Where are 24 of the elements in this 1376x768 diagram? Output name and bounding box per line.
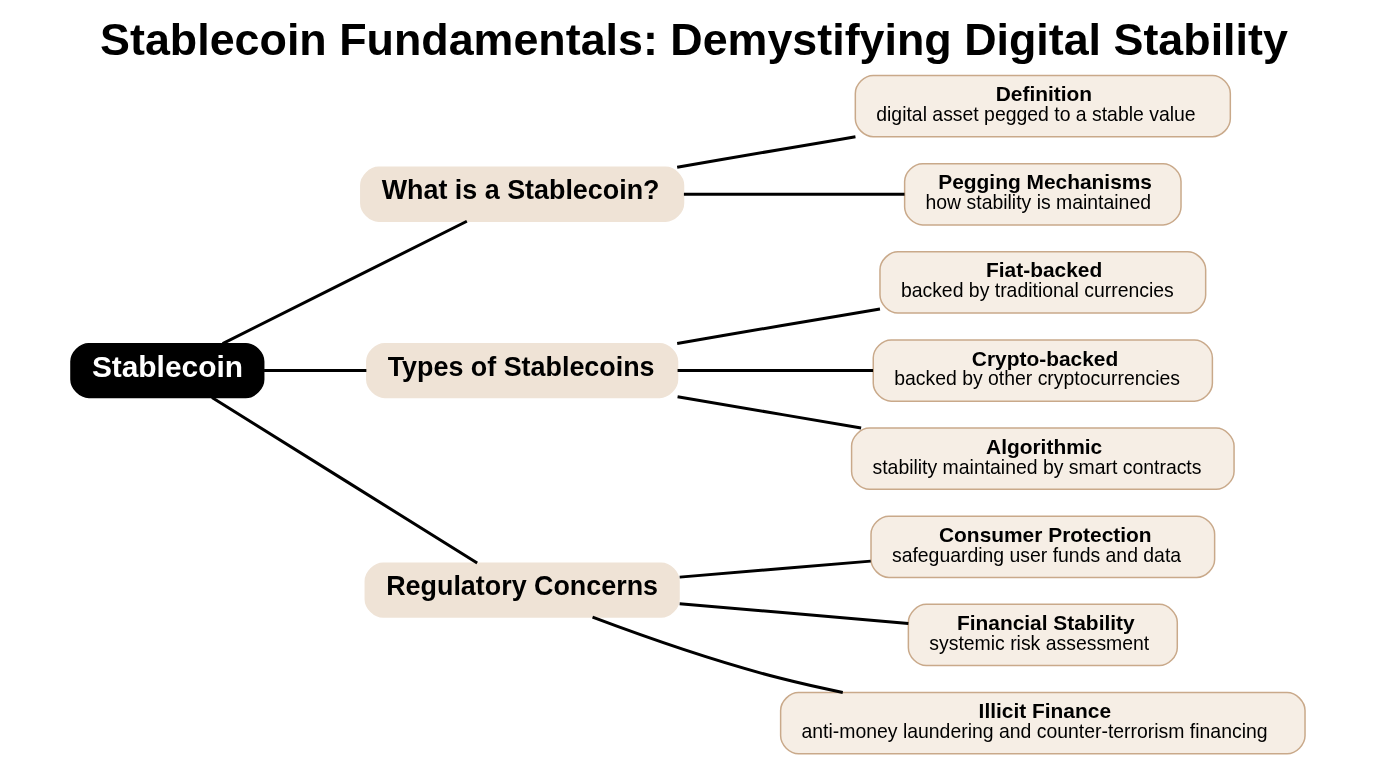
connector	[221, 219, 468, 345]
node-box: Crypto-backed backed by other cryptocurrencies	[872, 339, 1214, 402]
connector	[683, 192, 905, 196]
node-box: Algorithmic stability maintained by smart contracts	[850, 427, 1235, 491]
connector	[677, 369, 874, 373]
node-box: Illicit Finance anti-money laundering and counter-terrorism financing	[779, 691, 1306, 755]
node-box: Stablecoin	[70, 342, 265, 399]
node-box: Regulatory Concerns	[364, 562, 680, 618]
connector	[679, 559, 871, 579]
connector	[676, 135, 856, 169]
node-box: Fiat-backed backed by traditional currencies	[879, 251, 1207, 314]
connector	[676, 307, 881, 346]
connector	[679, 602, 909, 625]
connector	[677, 395, 862, 430]
connector	[264, 369, 367, 373]
node-box: Consumer Protection safeguarding user funds and data	[870, 515, 1216, 579]
connector	[211, 396, 478, 565]
node-box: What is a Stablecoin?	[360, 166, 685, 222]
diagram-title: Stablecoin Fundamentals: Demystifying Digital Stability	[100, 13, 1288, 64]
node-box: Financial Stability systemic risk assessment	[907, 603, 1179, 667]
connector	[592, 615, 844, 694]
node-box: Pegging Mechanisms how stability is maintained	[903, 162, 1182, 226]
node-box: Definition digital asset pegged to a stable value	[854, 74, 1232, 138]
node-box: Types of Stablecoins	[366, 342, 679, 399]
